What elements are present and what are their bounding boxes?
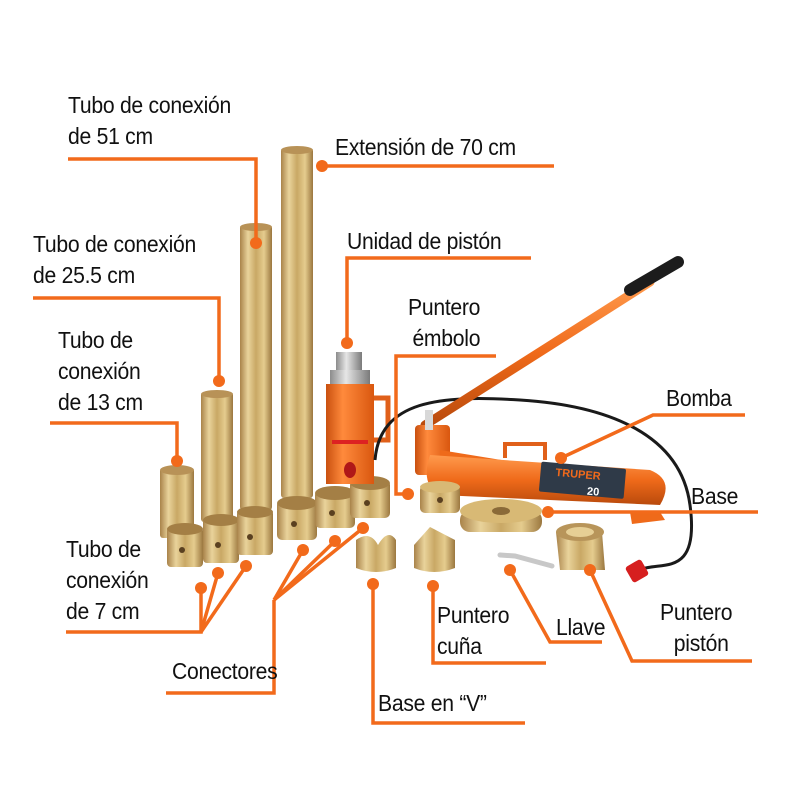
connection-tube-51cm [240,223,272,510]
label-tubo-7cm: Tubo de conexión de 7 cm [66,534,149,627]
allen-wrench [497,552,555,569]
label-line: cuña [437,633,482,659]
label-line: Base [691,483,739,509]
label-llave: Llave [556,612,605,643]
connection-tube-25cm [201,390,233,522]
label-line: Extensión de 70 cm [335,134,516,160]
label-line: de 13 cm [58,389,143,415]
label-line: Tubo de [58,327,133,353]
hydraulic-hose [373,397,693,572]
label-line: Unidad de pistón [347,228,502,254]
label-base-en-v: Base en “V” [378,688,487,719]
label-bomba: Bomba [666,383,732,414]
plunger-tip [420,481,460,513]
label-puntero-piston: Puntero pistón [660,597,732,659]
v-base [356,535,396,572]
label-tubo-51cm: Tubo de conexión de 51 cm [68,90,231,152]
connection-tube-13cm [160,465,194,538]
label-line: de 25.5 cm [33,262,135,288]
truper-logo: TRUPER [555,467,601,483]
label-puntero-cuna: Puntero cuña [437,600,509,662]
label-line: conexión [58,358,141,384]
label-puntero-embolo: Puntero émbolo [406,292,480,354]
label-line: Puntero [437,602,510,628]
label-line: de 51 cm [68,123,153,149]
label-line: Tubo de [66,536,141,562]
label-line: émbolo [412,325,481,351]
label-line: Bomba [666,385,732,411]
label-line: Base en “V” [378,690,487,716]
leader-dots [171,160,596,594]
label-extension-70cm: Extensión de 70 cm [335,132,516,163]
wedge-tip [414,527,455,572]
label-line: Puntero [660,599,733,625]
pump-capacity: 20 [586,486,599,499]
label-line: pistón [673,630,729,656]
label-line: Conectores [172,658,278,684]
label-line: de 7 cm [66,598,140,624]
label-line: conexión [66,567,149,593]
label-conectores: Conectores [172,656,278,687]
label-line: Tubo de conexión [33,231,197,257]
hydraulic-pump: TRUPER 20 [415,256,684,583]
label-tubo-13cm: Tubo de conexión de 13 cm [58,325,143,418]
label-line: Puntero [407,294,481,320]
piston-unit [326,352,391,484]
label-unidad-piston: Unidad de pistón [347,226,502,257]
label-tubo-25cm: Tubo de conexión de 25.5 cm [33,229,196,291]
label-line: Llave [556,614,606,640]
leader-lines [33,157,758,725]
connectors [277,476,390,540]
label-line: Tubo de conexión [68,92,232,118]
short-tubes-7cm [167,506,273,567]
flat-base [460,499,542,532]
label-base: Base [691,481,738,512]
extension-70cm-tube [281,146,313,498]
piston-tip [556,523,605,570]
